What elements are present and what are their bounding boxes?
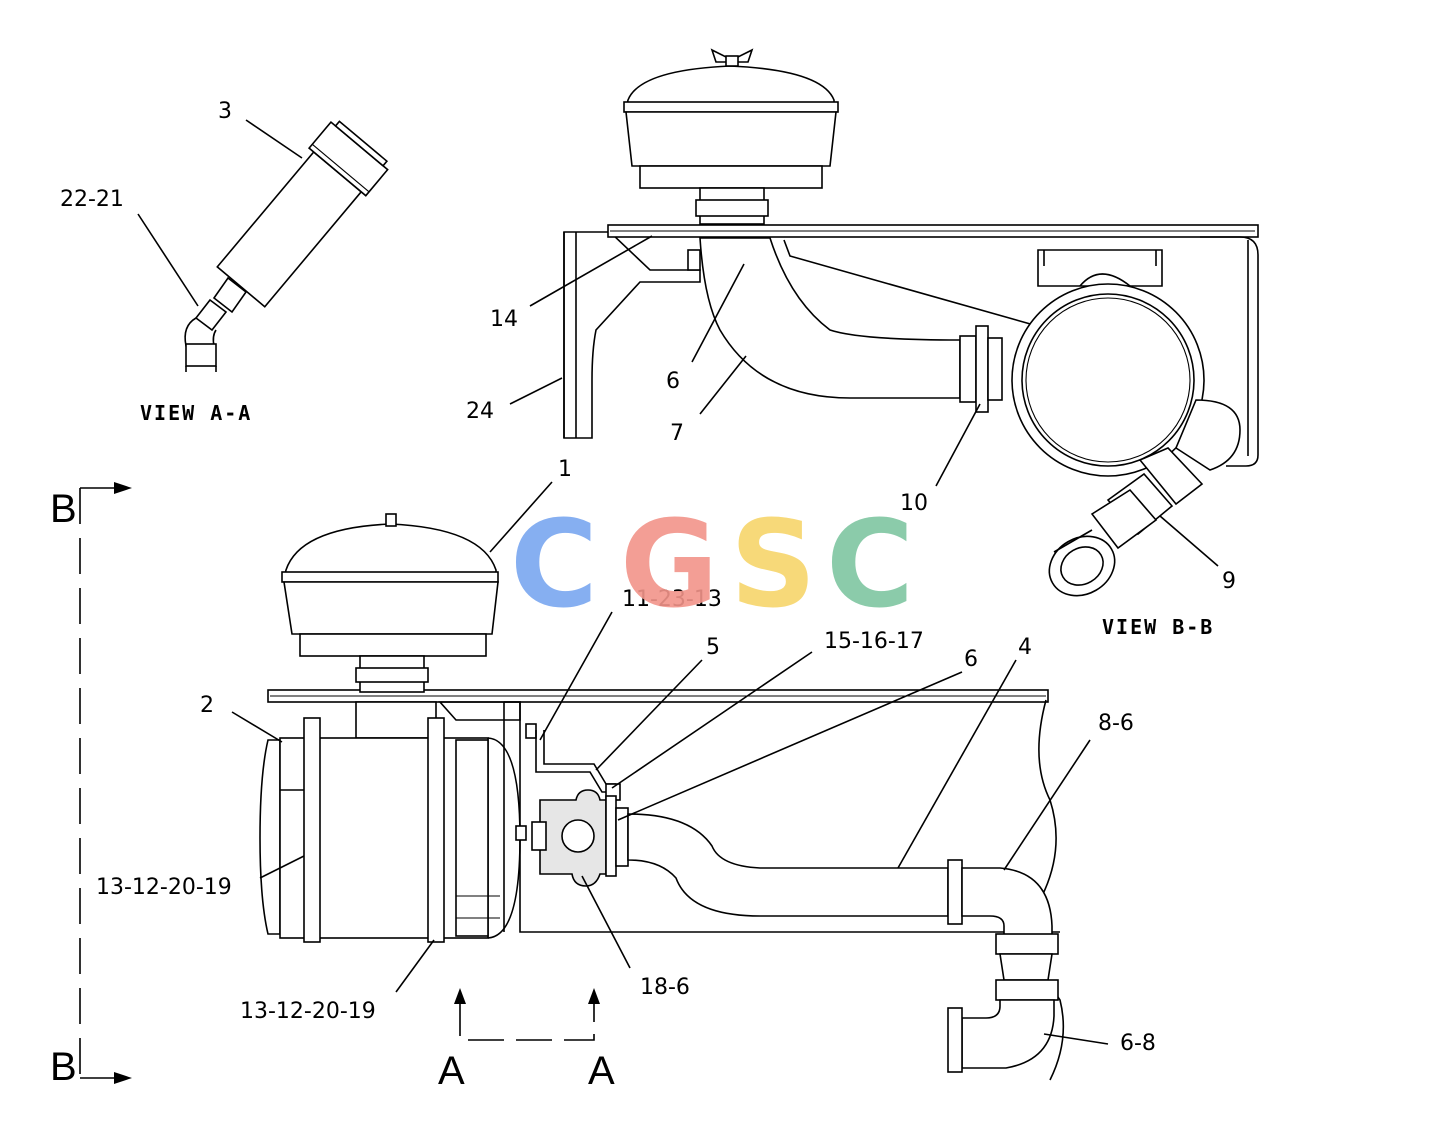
- callout-6-mid: 6: [964, 647, 978, 672]
- callout-13-12-20-19-left: 13-12-20-19: [96, 875, 232, 900]
- callout-5: 5: [706, 635, 720, 660]
- main-view-drawing: [259, 513, 1065, 1081]
- section-markers: [79, 482, 600, 1084]
- callout-13-12-20-19-bottom: 13-12-20-19: [240, 999, 376, 1024]
- callout-7: 7: [670, 421, 684, 446]
- callout-1: 1: [558, 457, 572, 482]
- callout-15-16-17: 15-16-17: [824, 629, 924, 654]
- section-b-bottom: B: [50, 1045, 77, 1089]
- section-a-right: A: [588, 1049, 615, 1093]
- watermark-letter-g: G: [620, 496, 719, 635]
- leader-lines: [137, 119, 1219, 1045]
- callout-11-23-13: 11-23-13: [622, 587, 722, 612]
- callout-6-8: 6-8: [1120, 1031, 1156, 1056]
- callout-labels: 3 22-21 14 6 7 24 10 9 1 11-23-13 5 15-1…: [60, 99, 1236, 1056]
- view-aa-drawing: [184, 120, 389, 372]
- watermark-letter-s: S: [730, 496, 816, 635]
- callout-3: 3: [218, 99, 232, 124]
- callout-9: 9: [1222, 569, 1236, 594]
- callout-4: 4: [1018, 635, 1032, 660]
- callout-6-top: 6: [666, 369, 680, 394]
- watermark-letter-c2: C: [826, 496, 914, 635]
- view-bb-drawing: [563, 48, 1259, 597]
- section-b-top: B: [50, 487, 77, 531]
- cgsc-watermark: C G S C: [510, 496, 914, 635]
- callout-18-6: 18-6: [640, 975, 690, 1000]
- view-aa-title: VIEW A-A: [140, 401, 252, 425]
- callout-10: 10: [900, 491, 928, 516]
- callout-2: 2: [200, 693, 214, 718]
- callout-8-6: 8-6: [1098, 711, 1134, 736]
- callout-14: 14: [490, 307, 518, 332]
- callout-22-21: 22-21: [60, 187, 124, 212]
- view-bb-title: VIEW B-B: [1102, 615, 1214, 639]
- watermark-letter-c1: C: [510, 496, 598, 635]
- section-a-left: A: [438, 1049, 465, 1093]
- callout-24: 24: [466, 399, 494, 424]
